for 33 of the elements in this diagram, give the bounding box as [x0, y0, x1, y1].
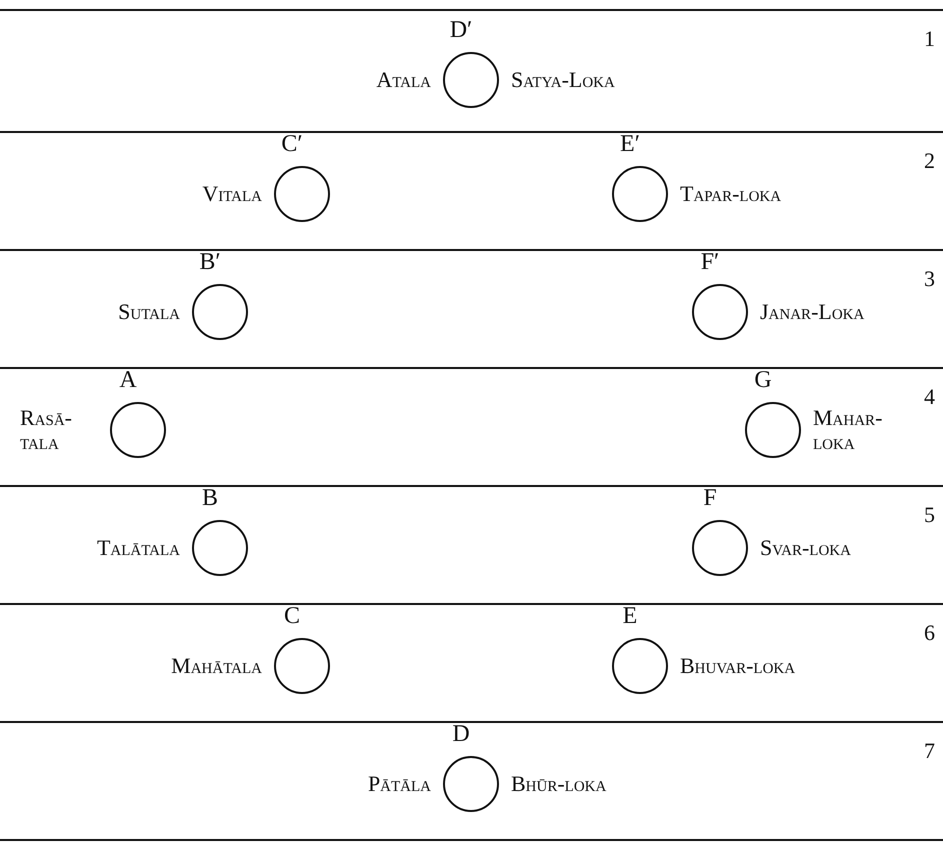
world-name: Sutala	[118, 300, 180, 324]
world-name: Satya-Loka	[511, 68, 615, 92]
world-name: Talātala	[96, 536, 180, 560]
point-letter: F	[703, 484, 717, 512]
world-name: Svar-loka	[760, 536, 851, 560]
point-letter: D′	[450, 16, 472, 44]
point-letter: C	[284, 602, 300, 630]
point-letter: E′	[620, 130, 640, 158]
row-number: 5	[924, 502, 935, 528]
point-letter: B	[202, 484, 218, 512]
point-letter: C′	[281, 130, 303, 158]
row-number: 1	[924, 26, 935, 52]
world-name: Bhuvar-loka	[680, 654, 796, 678]
row-number: 2	[924, 148, 935, 174]
point-letter: B′	[199, 248, 221, 276]
point-letter: F′	[700, 248, 720, 276]
world-name: Janar-Loka	[760, 300, 864, 324]
world-name: Bhūr-loka	[511, 772, 606, 796]
world-name: Pātāla	[368, 772, 431, 796]
point-letter: E	[622, 602, 638, 630]
row-number: 7	[924, 738, 935, 764]
point-letter: G	[754, 366, 772, 394]
point-letter: D	[452, 720, 470, 748]
row-number: 4	[924, 384, 935, 410]
world-name: Atala	[376, 68, 431, 92]
world-name: Mahar-loka	[813, 406, 884, 454]
world-name: Rasā-tala	[20, 406, 74, 454]
world-name: Vitala	[202, 182, 262, 206]
row-number: 6	[924, 620, 935, 646]
world-name: Tapar-loka	[680, 182, 782, 206]
row-number: 3	[924, 266, 935, 292]
point-letter: A	[119, 366, 137, 394]
world-name: Mahātala	[171, 654, 262, 678]
